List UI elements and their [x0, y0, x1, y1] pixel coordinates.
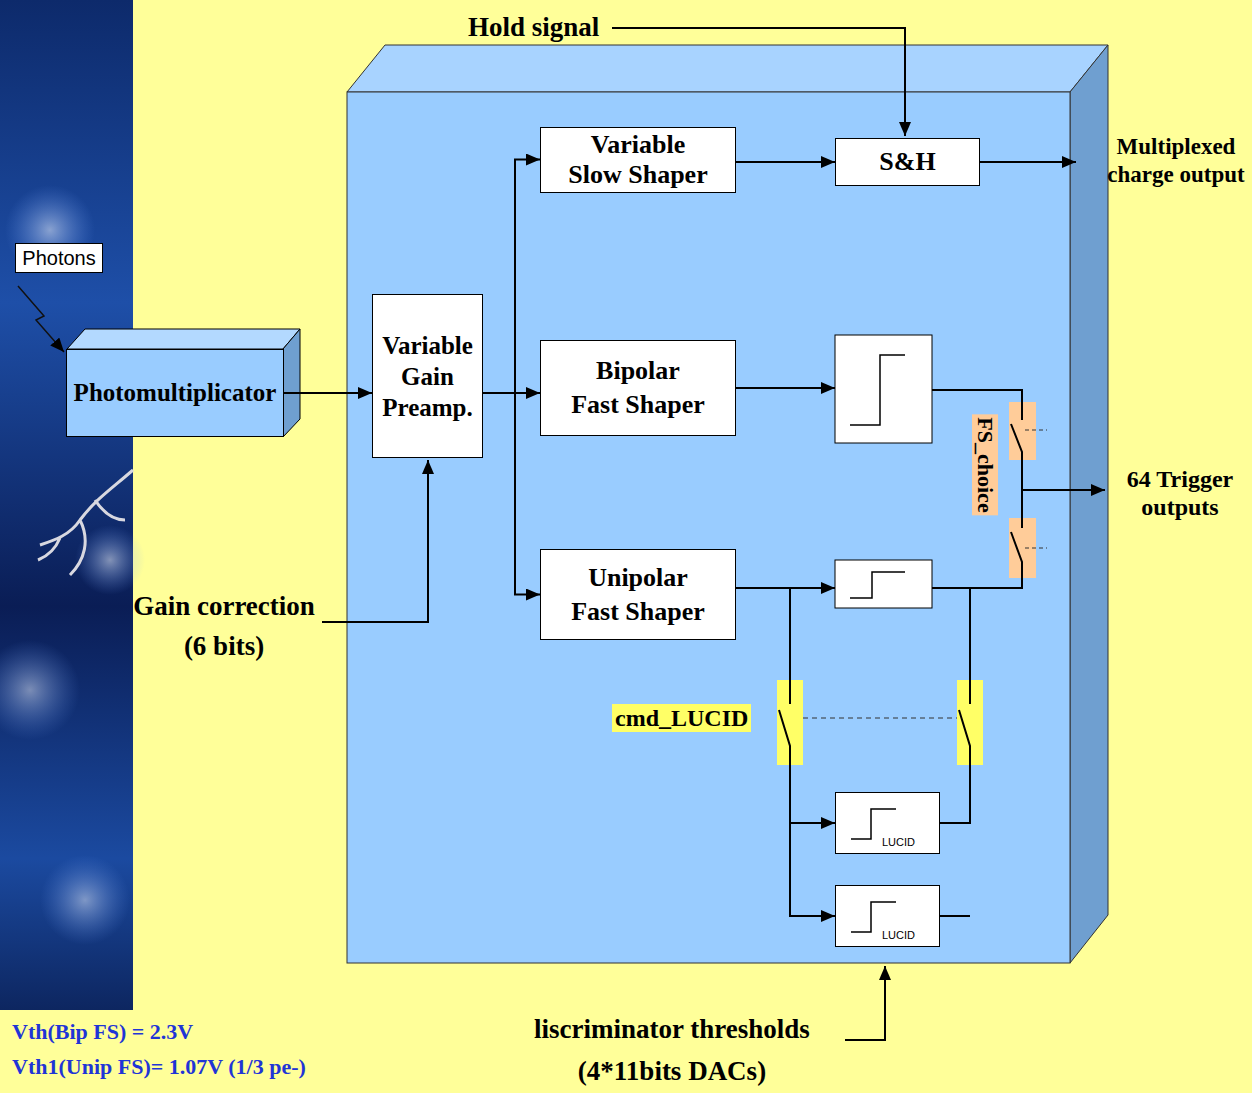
fractal-strip: [0, 0, 145, 1010]
switch-patch: [1009, 402, 1036, 460]
signal-arrow: [284, 392, 372, 394]
signal-wire: [736, 387, 835, 389]
step-symbol: [850, 572, 905, 598]
signal-name: Hold signal: [468, 10, 599, 44]
threshold-note: Vth(Bip FS) = 2.3V: [12, 1019, 193, 1045]
switch-dash: [803, 718, 957, 719]
threshold-note-holder: Vth1(Unip FS)= 1.07V (1/3 pe-): [12, 1054, 306, 1080]
housing-front: [347, 92, 1070, 963]
fractal-background: [0, 0, 133, 1010]
step-symbol: [850, 355, 905, 425]
hold-wire: [612, 28, 905, 136]
switch-name-holder: cmd_LUCID: [612, 704, 751, 732]
step-line: [851, 809, 896, 839]
switch-name: cmd_LUCID: [612, 704, 751, 732]
switch-name-holder: FS_choice: [972, 414, 998, 515]
signal-arrow: [483, 160, 540, 394]
switch-symbol: [959, 680, 970, 765]
switch-symbol: [1011, 518, 1022, 578]
lucid-wire: [940, 915, 970, 917]
output-name: 64 Trigger outputs: [1112, 465, 1248, 521]
housing-top: [347, 45, 1108, 92]
signal-arrow: [736, 161, 835, 163]
discriminator-box: [835, 335, 932, 443]
control-name: liscriminator thresholds (4*11bits DACs): [522, 1008, 822, 1092]
node-text: LUCID: [882, 836, 915, 849]
trigger-output-wire: [1022, 489, 1105, 491]
node-text: Photomultiplicator: [74, 379, 277, 408]
node-text: Unipolar Fast Shaper: [571, 561, 706, 629]
preamp-box: Variable Gain Preamp.: [372, 294, 483, 458]
discriminator-box: LUCID: [835, 792, 940, 854]
shaper-box: Variable Slow Shaper: [540, 127, 736, 193]
node-text: S&H: [879, 147, 935, 177]
switch-symbol: [1011, 402, 1022, 460]
step-line: [851, 902, 896, 932]
control-name-holder: Gain correction (6 bits): [129, 586, 319, 666]
box-top-face: [67, 329, 300, 349]
switch-dash: [1025, 430, 1047, 431]
chip-housing: [347, 45, 1108, 963]
signal-arrow: [736, 588, 835, 916]
output-name-holder: 64 Trigger outputs: [1112, 465, 1248, 521]
charge-output-wire: [980, 161, 1076, 163]
input-name: Photons: [16, 244, 102, 272]
fractal-glow: [0, 640, 80, 740]
shaper-box: Bipolar Fast Shaper: [540, 340, 736, 436]
control-name: Gain correction (6 bits): [129, 586, 319, 666]
housing-side: [1070, 45, 1108, 963]
node-text: Bipolar Fast Shaper: [571, 354, 706, 422]
switch-patch: [777, 680, 803, 765]
discriminator-box: [835, 560, 932, 608]
sample-hold-box: S&H: [835, 138, 980, 186]
discriminator-box: LUCID: [835, 885, 940, 947]
threshold-note: Vth1(Unip FS)= 1.07V (1/3 pe-): [12, 1054, 306, 1080]
node-text: Variable Gain Preamp.: [378, 330, 477, 423]
photomultiplier-3d: [67, 329, 300, 437]
box-side-face: [283, 329, 300, 437]
signal-name-holder: Hold signal: [468, 10, 599, 44]
input-name-holder: Photons: [15, 243, 103, 273]
discriminators: [835, 335, 932, 608]
photomultiplier-box: Photomultiplicator: [66, 349, 284, 437]
switch-symbol: [779, 680, 790, 765]
output-name: Multiplexed charge output: [1104, 133, 1248, 189]
threshold-note-holder: Vth(Bip FS) = 2.3V: [12, 1019, 193, 1045]
switch-patch: [1009, 518, 1036, 578]
shaper-box: Unipolar Fast Shaper: [540, 549, 736, 640]
wires: [18, 28, 1105, 1040]
fractal-glow: [40, 855, 130, 945]
gain-wire: [322, 460, 428, 622]
switch-patch: [957, 680, 983, 765]
threshold-wire: [845, 966, 885, 1040]
node-text: Variable Slow Shaper: [568, 130, 709, 190]
switch-name: FS_choice: [972, 414, 998, 515]
signal-arrow: [483, 393, 540, 595]
switches: [777, 402, 1047, 765]
switch-dash: [1025, 548, 1047, 549]
control-name-holder: liscriminator thresholds (4*11bits DACs): [522, 1008, 822, 1092]
photon-bolt: [18, 286, 64, 352]
output-name-holder: Multiplexed charge output: [1104, 133, 1248, 189]
fractal-branch: [38, 470, 133, 575]
node-text: LUCID: [882, 929, 915, 942]
